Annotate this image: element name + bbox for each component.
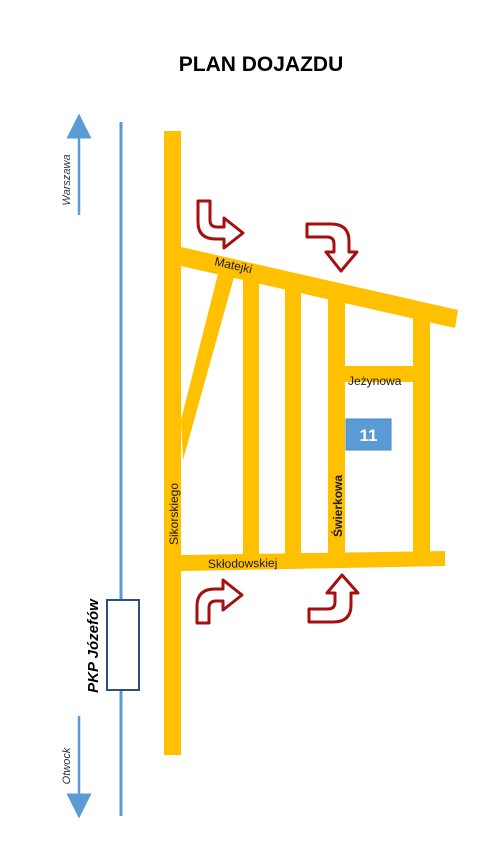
destination-number: 11	[360, 426, 378, 445]
roads	[164, 131, 458, 755]
curved-turn-arrow-icon	[305, 222, 359, 273]
street-label-swierkowa: Świerkowa	[330, 475, 345, 537]
street-label-jezynowa: Jeżynowa	[348, 374, 402, 388]
road-diagonal	[181, 266, 236, 460]
road-vertical-4	[413, 305, 430, 555]
map-title: PLAN DOJAZDU	[179, 53, 344, 76]
direction-north: Warszawa	[61, 113, 92, 215]
direction-south: Otwock	[61, 716, 92, 819]
curved-turn-arrow-icon	[196, 199, 245, 250]
road-vertical-1	[243, 266, 259, 558]
direction-south-label: Otwock	[61, 747, 73, 784]
road-sikorskiego	[164, 131, 181, 755]
road-vertical-2	[285, 280, 301, 558]
road-vertical-swierkowa	[328, 290, 345, 558]
curved-turn-arrow-icon	[195, 578, 244, 625]
station-building	[106, 599, 140, 691]
curved-turn-arrow-icon	[307, 573, 360, 624]
direction-north-label: Warszawa	[61, 154, 73, 205]
street-label-sikorskiego: Sikorskiego	[167, 483, 181, 545]
destination-marker: 11	[345, 418, 392, 451]
pkp-station: PKP Józefów	[85, 598, 140, 693]
station-label: PKP Józefów	[85, 598, 102, 693]
street-label-sklodowskiej: Skłodowskiej	[208, 556, 278, 571]
road-jezynowa	[345, 366, 413, 382]
